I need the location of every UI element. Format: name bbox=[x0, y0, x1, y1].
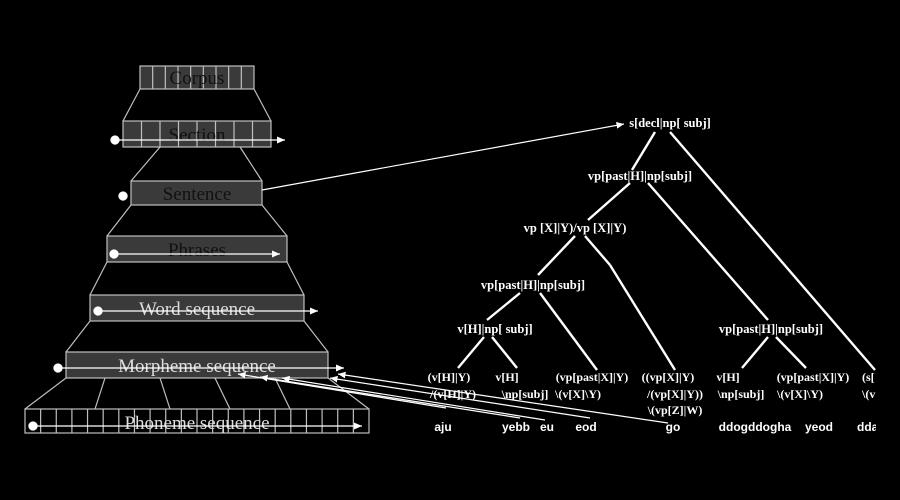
level-label-phrases: Phrases bbox=[168, 240, 226, 261]
word-8: dda bbox=[857, 420, 879, 434]
tree-branches bbox=[457, 131, 876, 371]
level-label-morpheme-sequence: Morpheme sequence bbox=[118, 356, 276, 377]
leaf-cat-3b: \(v[X]\Y) bbox=[554, 387, 601, 401]
sentence-box bbox=[130, 180, 263, 206]
word-sequence-box bbox=[89, 294, 305, 322]
leaf-cat-5b: \np[subj] bbox=[717, 387, 765, 401]
leaf-cat-4b: /(vp[X]|Y)) bbox=[646, 387, 703, 401]
word-5: go bbox=[666, 420, 681, 434]
node-vp-left: vp[past|H]|np[subj] bbox=[481, 278, 585, 292]
link-aju bbox=[237, 371, 447, 409]
leaf-cat-7b: \(v bbox=[861, 387, 875, 401]
word-1: aju bbox=[434, 420, 451, 434]
cross-links bbox=[237, 122, 669, 424]
phoneme-sequence-box bbox=[24, 408, 370, 434]
node-vp-mid: vp [X]|Y)/vp [X]|Y) bbox=[524, 221, 627, 235]
leaf-cat-6a: (vp[past|X]|Y) bbox=[777, 370, 850, 384]
link-eu bbox=[281, 375, 546, 421]
level-label-corpus: Corpus bbox=[170, 68, 225, 89]
leaf-cat-2a: v[H] bbox=[495, 370, 518, 384]
section-box bbox=[122, 120, 272, 148]
leaf-cat-1b: /(v[H]|Y) bbox=[429, 387, 476, 401]
word-7: yeod bbox=[805, 420, 833, 434]
level-pyramid bbox=[24, 65, 370, 434]
node-vp-right: vp[past|H]|np[subj] bbox=[719, 322, 823, 336]
link-go bbox=[337, 371, 669, 424]
level-label-word-sequence: Word sequence bbox=[139, 299, 255, 320]
level-label-phoneme-sequence: Phoneme sequence bbox=[124, 413, 269, 434]
leaf-cat-3a: (vp[past|X]|Y) bbox=[556, 370, 629, 384]
leaf-cat-5a: v[H] bbox=[716, 370, 739, 384]
word-4: eod bbox=[575, 420, 596, 434]
node-root: s[decl|np[ subj] bbox=[629, 116, 711, 130]
leaf-cat-1a: (v[H]|Y) bbox=[428, 370, 471, 384]
node-vp-top: vp[past|H]|np[subj] bbox=[588, 169, 692, 183]
morpheme-sequence-box bbox=[65, 351, 329, 379]
pyramid-connectors bbox=[24, 88, 370, 410]
node-vh-np: v[H]|np[ subj] bbox=[457, 322, 532, 336]
leaf-cat-7a: (s[ bbox=[862, 370, 875, 384]
link-eod bbox=[329, 375, 591, 419]
leaf-cat-4c: \(vp[Z]|W) bbox=[647, 403, 703, 417]
leaf-cat-4a: ((vp[X]|Y) bbox=[642, 370, 695, 384]
word-3: eu bbox=[540, 420, 554, 434]
level-label-sentence: Sentence bbox=[163, 184, 232, 205]
parse-tree: s[decl|np[ subj] vp[past|H]|np[subj] vp … bbox=[428, 116, 879, 434]
word-6: ddogddogha bbox=[719, 420, 792, 434]
phrases-box bbox=[106, 235, 288, 263]
level-label-section: Section bbox=[169, 125, 226, 146]
corpus-box bbox=[139, 65, 255, 90]
leaf-cat-2b: \np[subj] bbox=[501, 387, 549, 401]
sequence-arrows bbox=[28, 135, 362, 431]
leaf-cat-6b: \(v[X]\Y) bbox=[776, 387, 823, 401]
sentence-start-dot bbox=[118, 191, 128, 201]
sentence-to-root-arrow bbox=[261, 122, 625, 191]
word-2: yebb bbox=[502, 420, 530, 434]
link-yebb bbox=[259, 374, 521, 419]
